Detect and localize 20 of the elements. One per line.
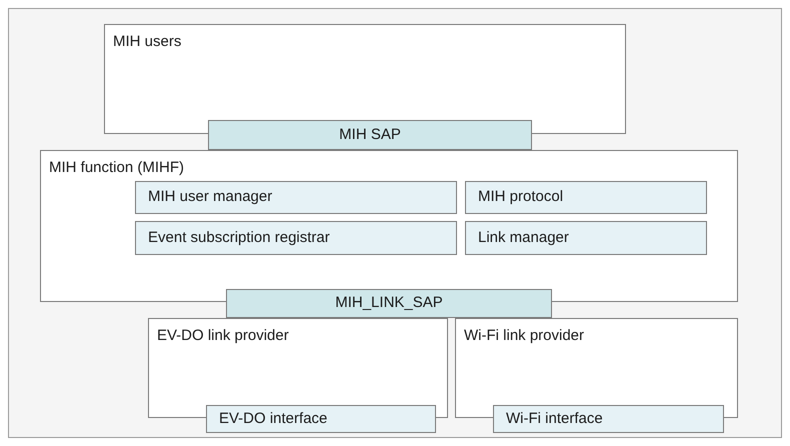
node-label: Wi-Fi link provider bbox=[464, 327, 584, 346]
node-label: MIH SAP bbox=[339, 126, 401, 144]
node-label: Wi-Fi interface bbox=[506, 410, 603, 428]
module-box bbox=[465, 181, 707, 214]
module-box bbox=[135, 181, 457, 214]
node-label: Event subscription registrar bbox=[148, 228, 330, 248]
interface-box bbox=[206, 405, 436, 433]
module-box bbox=[465, 221, 707, 255]
node-label: EV-DO link provider bbox=[157, 327, 289, 346]
node-label: EV-DO interface bbox=[219, 410, 328, 428]
node-label: MIH protocol bbox=[478, 188, 564, 207]
access-point-bar bbox=[226, 289, 552, 318]
access-point-bar bbox=[208, 120, 532, 150]
interface-box bbox=[493, 405, 724, 433]
node-label: MIH function (MIHF) bbox=[49, 159, 184, 178]
node-label: Link manager bbox=[478, 228, 569, 248]
node-label: MIH user manager bbox=[148, 188, 272, 207]
node-label: MIH_LINK_SAP bbox=[335, 294, 443, 313]
module-box bbox=[135, 221, 457, 255]
node-label: MIH users bbox=[113, 33, 182, 52]
